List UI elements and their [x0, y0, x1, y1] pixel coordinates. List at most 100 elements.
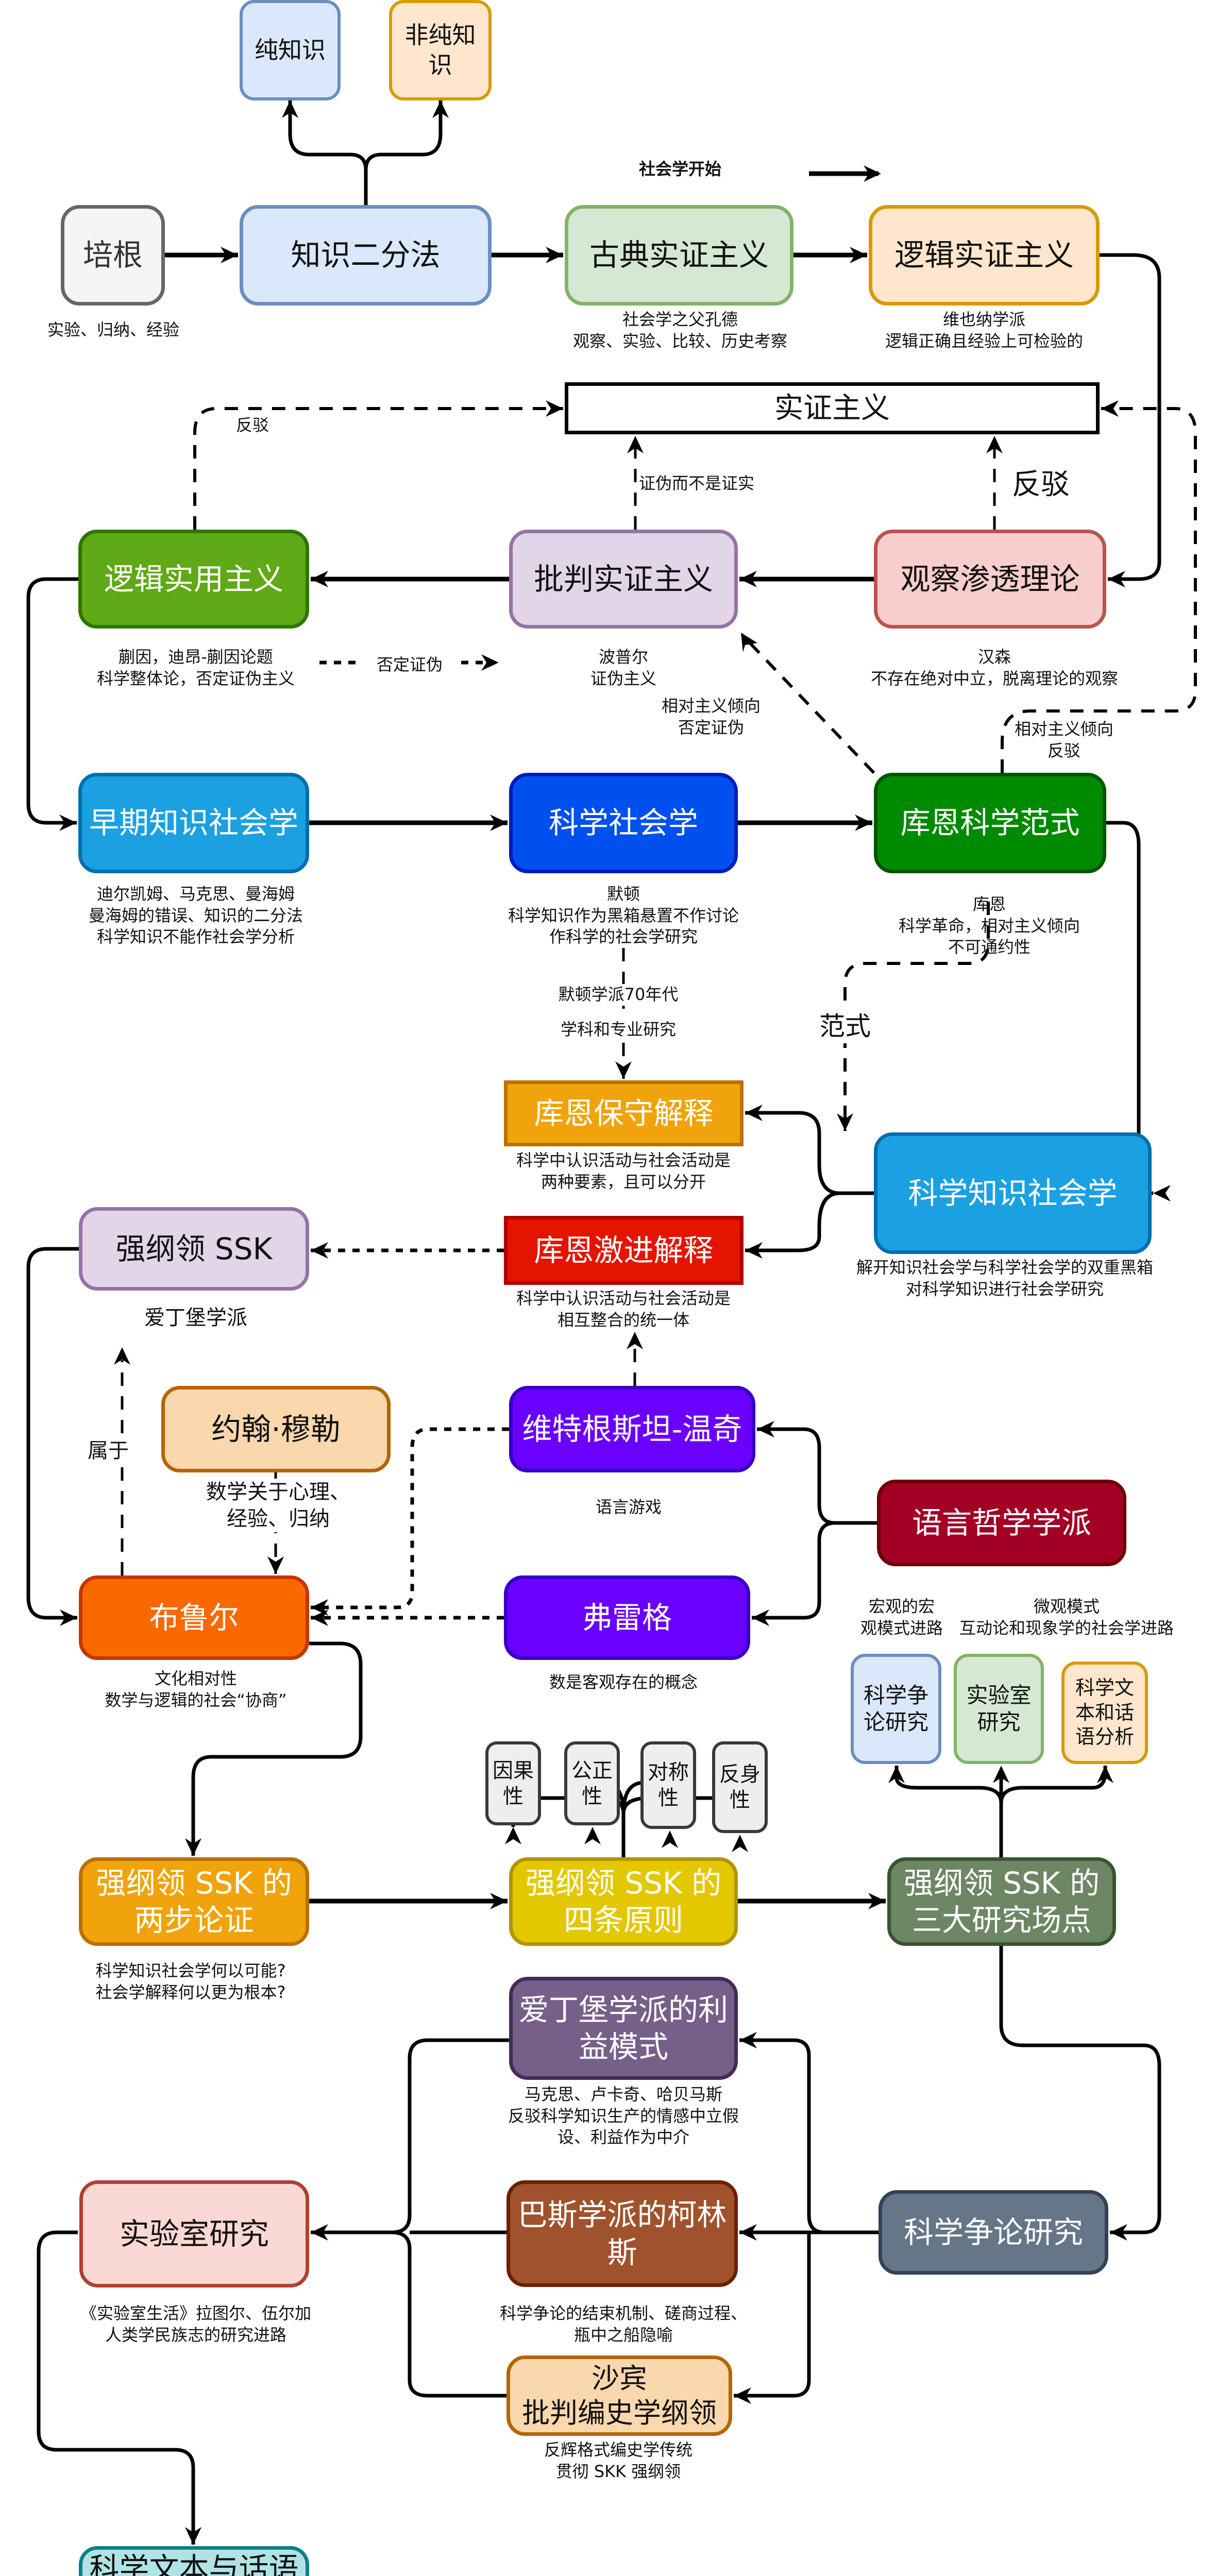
arrowhead-icon [1097, 1766, 1113, 1783]
edge-linguistic-to-wittgenstein [757, 1427, 877, 1525]
edge-kuhn-paradigm-to-ssk [843, 902, 990, 1131]
arrowhead-icon [739, 2032, 757, 2048]
arrowhead-icon [855, 815, 872, 831]
label-radical-note: 科学中认识活动与社会活动是 相互整合的统一体 [516, 1289, 731, 1330]
label-discipline-research: 学科和专业研究 [541, 1019, 696, 1041]
label-bacon-note: 实验、归纳、经验 [47, 320, 179, 340]
arrowhead-icon [584, 1827, 601, 1844]
arrowhead-icon [986, 436, 1003, 453]
arrowhead-icon [311, 1609, 328, 1626]
arrowhead-icon [481, 654, 499, 671]
label-merton-70s: 默顿学派70年代 [541, 984, 696, 1006]
arrowhead-icon [505, 1827, 521, 1844]
label-paradigm-edge: 范式 [809, 1010, 881, 1043]
label-micro-note: 微观模式 互动论和现象学的社会学进路 [959, 1597, 1174, 1638]
label-two-step-note: 科学知识社会学何以可能? 社会学解释何以更为根本? [95, 1961, 286, 2002]
node-impure-knowledge[interactable]: 非纯知识 [389, 0, 492, 100]
node-classical-positivism[interactable]: 古典实证主义 [565, 205, 793, 306]
node-edinburgh-interest-model[interactable]: 爱丁堡学派的利益模式 [509, 1977, 738, 2080]
arrowhead-icon [627, 1332, 643, 1349]
node-theory-laden-observation[interactable]: 观察渗透理论 [874, 530, 1106, 629]
node-ssk-three-sites[interactable]: 强纲领 SSK 的三大研究场点 [887, 1857, 1116, 1946]
node-shapin[interactable]: 沙宾 批判编史学纲领 [506, 2355, 732, 2436]
edge-wittgenstein-to-bloor [311, 1427, 509, 1609]
arrowhead-icon [311, 1242, 328, 1259]
arrowhead-icon [185, 2527, 201, 2545]
principle-reflexivity[interactable]: 反身性 [712, 1741, 768, 1833]
arrowhead-icon [757, 1421, 774, 1437]
arrowhead-icon [752, 1609, 769, 1626]
arrowhead-icon [888, 1766, 905, 1783]
edge-dichotomy-to-impure [364, 100, 443, 205]
label-refute-left: 反驳 [235, 415, 269, 435]
site-lab-studies[interactable]: 实验室研究 [954, 1654, 1044, 1764]
node-john-mill[interactable]: 约翰·穆勒 [161, 1386, 391, 1472]
arrowhead-icon [311, 571, 328, 587]
arrowhead-icon [662, 1831, 678, 1848]
site-text-discourse[interactable]: 科学文本和话语分析 [1061, 1662, 1148, 1764]
node-bacon[interactable]: 培根 [61, 205, 165, 306]
arrowhead-icon [546, 400, 563, 417]
node-kuhn-radical[interactable]: 库恩激进解释 [504, 1216, 744, 1285]
label-sociology-of-science-note: 默顿 科学知识作为黑箱悬置不作讨论 作科学的社会学研究 [508, 884, 739, 947]
label-mill-note: 数学关于心理、 经验、归纳 [180, 1479, 376, 1532]
arrowhead-icon [627, 436, 644, 453]
label-edinburgh-school: 爱丁堡学派 [144, 1306, 247, 1330]
node-text-discourse-analysis[interactable]: 科学文本与话语分析 [79, 2546, 309, 2576]
site-controversy-studies[interactable]: 科学争论研究 [851, 1654, 941, 1764]
node-knowledge-dichotomy[interactable]: 知识二分法 [240, 205, 492, 306]
edge-ssk-to-radical [745, 1191, 874, 1252]
label-macro-note: 宏观的宏 观模式进路 [860, 1597, 943, 1638]
node-critical-positivism[interactable]: 批判实证主义 [509, 530, 738, 629]
node-sociology-of-scientific-knowledge[interactable]: 科学知识社会学 [874, 1132, 1152, 1254]
node-bath-collins[interactable]: 巴斯学派的柯林斯 [506, 2180, 738, 2287]
node-pure-knowledge[interactable]: 纯知识 [240, 0, 341, 100]
node-bloor[interactable]: 布鲁尔 [79, 1575, 309, 1660]
node-lab-studies[interactable]: 实验室研究 [79, 2180, 309, 2287]
node-logical-positivism[interactable]: 逻辑实证主义 [869, 205, 1100, 306]
principle-symmetry[interactable]: 对称性 [640, 1741, 696, 1829]
edge-kuhn-refutes-positivism [1001, 407, 1197, 773]
node-logical-pragmatism[interactable]: 逻辑实用主义 [78, 530, 309, 629]
label-falsify-not-verify: 证伪而不是证实 [639, 473, 755, 493]
node-early-sociology-of-knowledge[interactable]: 早期知识社会学 [78, 773, 309, 873]
node-ssk-two-step[interactable]: 强纲领 SSK 的两步论证 [79, 1857, 309, 1946]
node-kuhn-conservative[interactable]: 库恩保守解释 [504, 1080, 744, 1146]
node-linguistic-philosophy[interactable]: 语言哲学学派 [877, 1480, 1126, 1566]
label-critical-note: 波普尔 证伪主义 [590, 647, 656, 688]
arrowhead-icon [546, 247, 563, 263]
node-controversy-studies[interactable]: 科学争论研究 [879, 2190, 1108, 2275]
node-strong-programme[interactable]: 强纲领 SSK [79, 1207, 309, 1291]
principle-impartiality[interactable]: 公正性 [564, 1741, 620, 1825]
arrowhead-icon [745, 1242, 763, 1259]
node-sociology-of-science[interactable]: 科学社会学 [509, 773, 738, 873]
edge-linguistic-to-frege [752, 1521, 877, 1620]
arrowhead-icon [432, 100, 449, 118]
edge-kuhn-denies-falsification [740, 633, 875, 774]
node-positivism[interactable]: 实证主义 [565, 382, 1100, 434]
arrowhead-icon [1153, 1185, 1171, 1201]
arrowhead-icon [185, 1838, 201, 1856]
label-frege-note: 数是客观存在的概念 [549, 1672, 698, 1692]
node-kuhn-paradigm[interactable]: 库恩科学范式 [874, 773, 1106, 873]
arrowhead-icon [490, 815, 508, 831]
arrowhead-icon [615, 1061, 632, 1079]
edge-pragmatism-to-early [26, 577, 78, 825]
arrowhead-icon [311, 2224, 328, 2241]
arrowhead-icon [993, 1766, 1009, 1783]
arrowhead-icon [1110, 2224, 1127, 2241]
node-wittgenstein-winch[interactable]: 维特根斯坦-温奇 [509, 1386, 755, 1472]
label-bloor-note: 文化相对性 数学与逻辑的社会“协商” [105, 1669, 287, 1710]
node-frege[interactable]: 弗雷格 [504, 1575, 750, 1660]
principle-causality[interactable]: 因果性 [485, 1741, 541, 1825]
arrowhead-icon [282, 100, 298, 118]
edge-strong-programme-to-bloor [26, 1247, 79, 1620]
label-refute-right: 反驳 [1012, 468, 1070, 501]
arrowhead-icon [267, 1556, 284, 1574]
label-belongs-to: 属于 [82, 1437, 134, 1464]
edge-shapin-to-lab [391, 2230, 506, 2398]
label-ssk-note: 解开知识社会学与科学社会学的双重黑箱 对科学知识进行社会学研究 [856, 1258, 1153, 1299]
node-ssk-four-principles[interactable]: 强纲领 SSK 的四条原则 [509, 1857, 738, 1946]
